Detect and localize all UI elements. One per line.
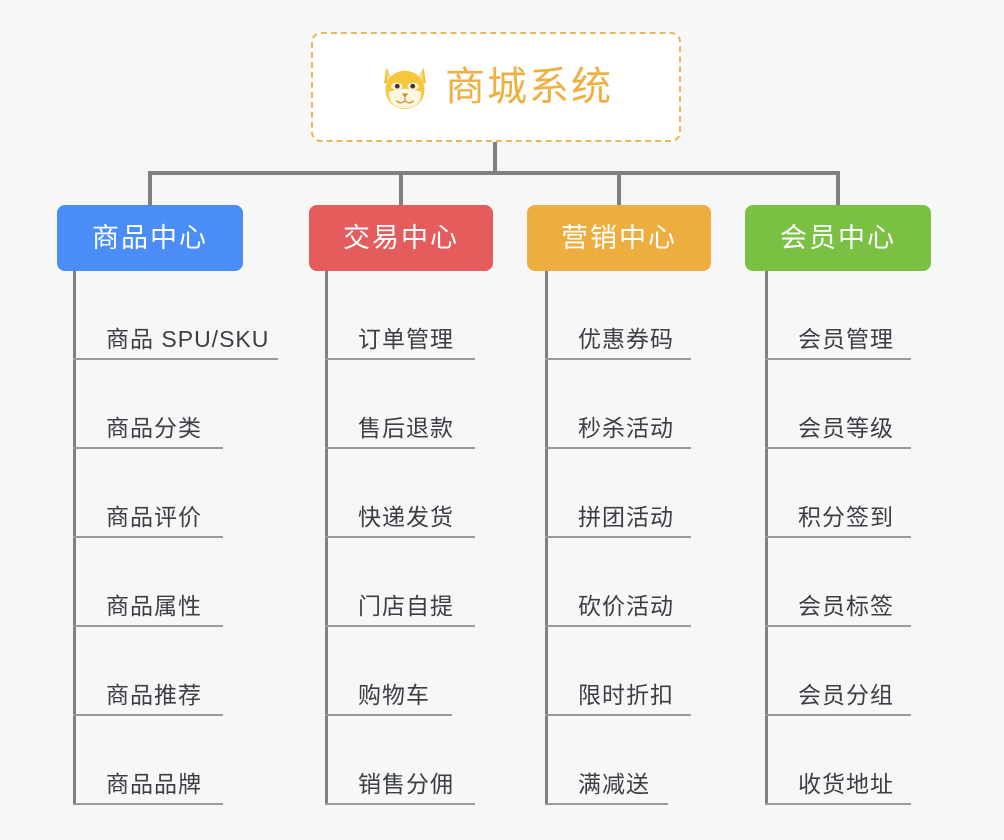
leaf-item[interactable]: 会员管理 — [765, 271, 911, 360]
leaf-item-underline — [73, 803, 223, 805]
leaf-item-underline — [73, 625, 223, 627]
leaf-item-underline — [765, 714, 911, 716]
leaf-item-underline — [325, 358, 475, 360]
category-box-member-center[interactable]: 会员中心 — [745, 205, 931, 271]
leaf-item-underline — [545, 625, 691, 627]
leaf-item[interactable]: 销售分佣 — [325, 716, 475, 805]
leaf-item[interactable]: 砍价活动 — [545, 538, 691, 627]
column-spine — [765, 271, 768, 805]
connector-drop-4 — [836, 171, 840, 205]
column-spine — [73, 271, 76, 805]
leaf-item[interactable]: 商品 SPU/SKU — [73, 271, 278, 360]
leaf-item[interactable]: 门店自提 — [325, 538, 475, 627]
category-box-product-center[interactable]: 商品中心 — [57, 205, 243, 271]
column-spine — [545, 271, 548, 805]
leaf-item-underline — [325, 447, 475, 449]
connector-drop-2 — [399, 171, 403, 205]
leaf-item-label: 门店自提 — [358, 593, 454, 619]
leaf-item-label: 购物车 — [358, 682, 430, 708]
leaf-item[interactable]: 商品推荐 — [73, 627, 269, 716]
leaf-item-underline — [73, 447, 223, 449]
shiba-dog-face-icon — [383, 67, 427, 109]
leaf-column-member-center: 会员管理会员等级积分签到会员标签会员分组收货地址 — [765, 271, 911, 805]
leaf-item-underline — [545, 536, 691, 538]
leaf-item[interactable]: 收货地址 — [765, 716, 911, 805]
leaf-item[interactable]: 商品属性 — [73, 538, 269, 627]
leaf-item-label: 拼团活动 — [578, 504, 674, 530]
leaf-item-label: 限时折扣 — [578, 682, 674, 708]
leaf-item[interactable]: 快递发货 — [325, 449, 475, 538]
leaf-item-underline — [765, 625, 911, 627]
leaf-item[interactable]: 秒杀活动 — [545, 360, 691, 449]
leaf-item-label: 商品分类 — [106, 415, 202, 441]
leaf-item-label: 订单管理 — [358, 326, 454, 352]
leaf-item-label: 商品品牌 — [106, 771, 202, 797]
leaf-item-underline — [545, 714, 691, 716]
leaf-item[interactable]: 商品品牌 — [73, 716, 269, 805]
leaf-item[interactable]: 会员等级 — [765, 360, 911, 449]
leaf-item-label: 商品推荐 — [106, 682, 202, 708]
connector-drop-3 — [617, 171, 621, 205]
connector-bus — [150, 171, 840, 175]
category-label: 交易中心 — [343, 222, 459, 253]
leaf-column-marketing-center: 优惠券码秒杀活动拼团活动砍价活动限时折扣满减送 — [545, 271, 691, 805]
leaf-item-underline — [545, 358, 691, 360]
leaf-item-label: 销售分佣 — [358, 771, 454, 797]
root-node[interactable]: 商城系统 — [311, 32, 681, 142]
leaf-item-label: 商品 SPU/SKU — [106, 326, 270, 352]
leaf-item-underline — [765, 803, 911, 805]
column-spine — [325, 271, 328, 805]
leaf-item-label: 商品属性 — [106, 593, 202, 619]
leaf-item-label: 秒杀活动 — [578, 415, 674, 441]
leaf-item-underline — [73, 536, 223, 538]
leaf-item-underline — [325, 536, 475, 538]
leaf-item-label: 商品评价 — [106, 504, 202, 530]
leaf-item-underline — [545, 803, 668, 805]
leaf-item[interactable]: 会员标签 — [765, 538, 911, 627]
leaf-item[interactable]: 拼团活动 — [545, 449, 691, 538]
category-label: 营销中心 — [561, 222, 677, 253]
leaf-item-label: 会员分组 — [798, 682, 894, 708]
leaf-item-underline — [73, 358, 278, 360]
leaf-item-label: 积分签到 — [798, 504, 894, 530]
leaf-item[interactable]: 满减送 — [545, 716, 674, 805]
leaf-item-underline — [765, 536, 911, 538]
leaf-item[interactable]: 优惠券码 — [545, 271, 691, 360]
category-box-trade-center[interactable]: 交易中心 — [309, 205, 493, 271]
category-label: 会员中心 — [780, 222, 896, 253]
leaf-item-underline — [765, 447, 911, 449]
leaf-item-label: 优惠券码 — [578, 326, 674, 352]
leaf-item-label: 砍价活动 — [578, 593, 674, 619]
leaf-item[interactable]: 积分签到 — [765, 449, 911, 538]
leaf-item-label: 会员等级 — [798, 415, 894, 441]
leaf-item-label: 收货地址 — [798, 771, 894, 797]
leaf-item-underline — [73, 714, 223, 716]
leaf-item[interactable]: 商品分类 — [73, 360, 269, 449]
leaf-item[interactable]: 商品评价 — [73, 449, 269, 538]
leaf-item[interactable]: 限时折扣 — [545, 627, 691, 716]
category-box-marketing-center[interactable]: 营销中心 — [527, 205, 711, 271]
leaf-item-underline — [325, 625, 475, 627]
leaf-column-trade-center: 订单管理售后退款快递发货门店自提购物车销售分佣 — [325, 271, 475, 805]
category-label: 商品中心 — [92, 222, 208, 253]
connector-drop-1 — [148, 171, 152, 205]
leaf-item-label: 会员管理 — [798, 326, 894, 352]
leaf-item-label: 会员标签 — [798, 593, 894, 619]
leaf-item-label: 快递发货 — [358, 504, 454, 530]
leaf-item-underline — [325, 803, 475, 805]
connector-stem — [493, 142, 497, 174]
leaf-item-underline — [325, 714, 452, 716]
leaf-item[interactable]: 订单管理 — [325, 271, 475, 360]
leaf-item-underline — [765, 358, 911, 360]
leaf-column-product-center: 商品 SPU/SKU 商品分类商品评价商品属性商品推荐商品品牌 — [73, 271, 278, 805]
leaf-item-underline — [545, 447, 691, 449]
leaf-item-label: 满减送 — [578, 771, 650, 797]
leaf-item-label: 售后退款 — [358, 415, 454, 441]
leaf-item[interactable]: 售后退款 — [325, 360, 475, 449]
leaf-item[interactable]: 购物车 — [325, 627, 454, 716]
root-title: 商城系统 — [445, 65, 613, 109]
leaf-item[interactable]: 会员分组 — [765, 627, 911, 716]
